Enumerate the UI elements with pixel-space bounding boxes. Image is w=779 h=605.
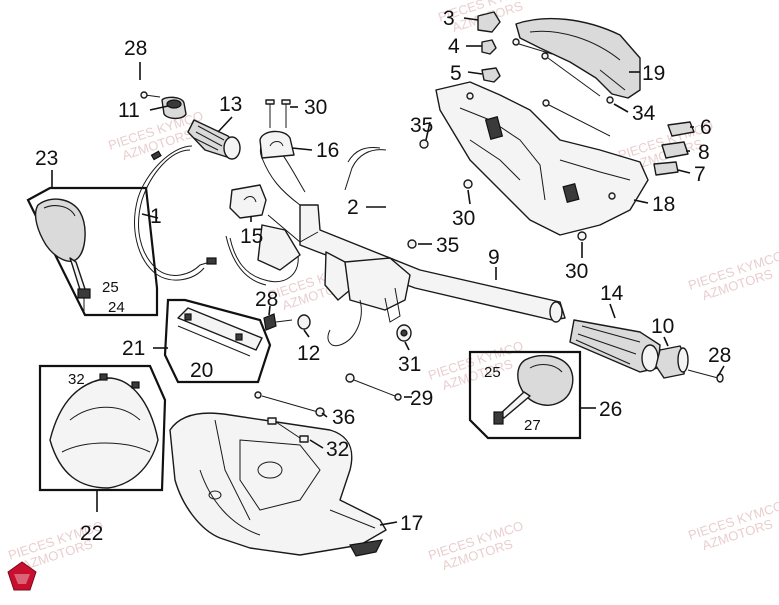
part-number-12: 12 xyxy=(297,342,320,365)
mirror-left-nut xyxy=(77,288,91,299)
part-number-28-right: 28 xyxy=(708,344,731,367)
part-number-25-left: 25 xyxy=(102,279,119,296)
windscreen xyxy=(49,377,159,489)
screw-30-right xyxy=(577,231,587,241)
bracket-group xyxy=(163,298,272,384)
mirror-right-group xyxy=(468,350,582,440)
leader-lines xyxy=(51,17,725,526)
handlebar-clamp-upper xyxy=(259,130,295,159)
part-number-30-right: 30 xyxy=(565,260,588,283)
throttle-cable xyxy=(134,145,217,281)
part-number-22: 22 xyxy=(80,522,103,545)
part-number-32-box: 32 xyxy=(68,371,85,388)
part-number-23: 23 xyxy=(35,147,58,170)
switches-group xyxy=(477,11,695,176)
part-number-19: 19 xyxy=(642,62,665,85)
right-grip-group xyxy=(569,319,724,383)
part-number-36: 36 xyxy=(332,406,355,429)
part-number-30-left: 30 xyxy=(452,207,475,230)
screw-30-left xyxy=(463,179,473,189)
mirror-left-glass xyxy=(34,198,86,262)
mirror-left-group xyxy=(26,186,159,317)
part-number-27: 27 xyxy=(524,417,541,434)
part-number-33: 30 xyxy=(304,96,327,119)
part-number-30-lower: 29 xyxy=(410,387,433,410)
part-number-26: 26 xyxy=(599,398,622,421)
part-number-14: 14 xyxy=(600,282,624,305)
part-number-25-right: 25 xyxy=(484,364,501,381)
part-number-16: 16 xyxy=(316,139,339,162)
front-cover xyxy=(169,412,387,557)
part-number-24: 24 xyxy=(108,299,125,316)
lower-hardware xyxy=(254,373,402,443)
handlebar-front-cover xyxy=(515,17,641,99)
part-number-20: 20 xyxy=(190,359,213,382)
brand-logo xyxy=(7,561,37,591)
screw-35-lower xyxy=(407,239,417,249)
screws-34 xyxy=(512,38,614,137)
part-number-6: 6 xyxy=(700,116,712,139)
part-number-34: 34 xyxy=(632,102,656,125)
part-number-10: 10 xyxy=(651,315,674,338)
handlebar xyxy=(257,141,566,347)
part-number-31: 31 xyxy=(398,353,421,376)
brake-cable xyxy=(225,147,387,286)
part-number-9: 9 xyxy=(488,246,500,269)
clamp-bolts xyxy=(265,99,291,128)
windscreen-group xyxy=(38,364,167,492)
part-number-28-left: 28 xyxy=(124,37,147,60)
part-number-1: 1 xyxy=(150,205,162,228)
part-number-35-lower: 35 xyxy=(436,234,459,257)
part-number-11: 11 xyxy=(118,99,140,122)
mirror-left-box xyxy=(26,186,159,317)
part-number-8: 8 xyxy=(698,141,710,164)
handlebar-clamp-lower xyxy=(229,184,267,219)
part-number-15: 15 xyxy=(240,225,263,248)
part-number-7: 7 xyxy=(694,163,706,186)
part-number-4: 4 xyxy=(448,35,460,58)
part-number-29: 28 xyxy=(255,288,278,311)
part-number-13: 13 xyxy=(219,93,242,116)
part-number-21: 21 xyxy=(122,337,145,360)
small-hardware xyxy=(263,313,412,342)
handlebar-rear-cover xyxy=(435,81,649,236)
part-number-35-upper: 35 xyxy=(410,114,433,137)
part-number-5: 5 xyxy=(450,62,462,85)
left-grip-group xyxy=(140,91,241,160)
part-number-2: 2 xyxy=(347,196,359,219)
part-number-17: 17 xyxy=(400,512,423,535)
part-number-3: 3 xyxy=(443,7,455,30)
part-number-32: 32 xyxy=(326,438,349,461)
part-number-18: 18 xyxy=(652,193,675,216)
mirror-right-glass xyxy=(517,354,574,406)
screw-35-upper xyxy=(419,139,429,149)
